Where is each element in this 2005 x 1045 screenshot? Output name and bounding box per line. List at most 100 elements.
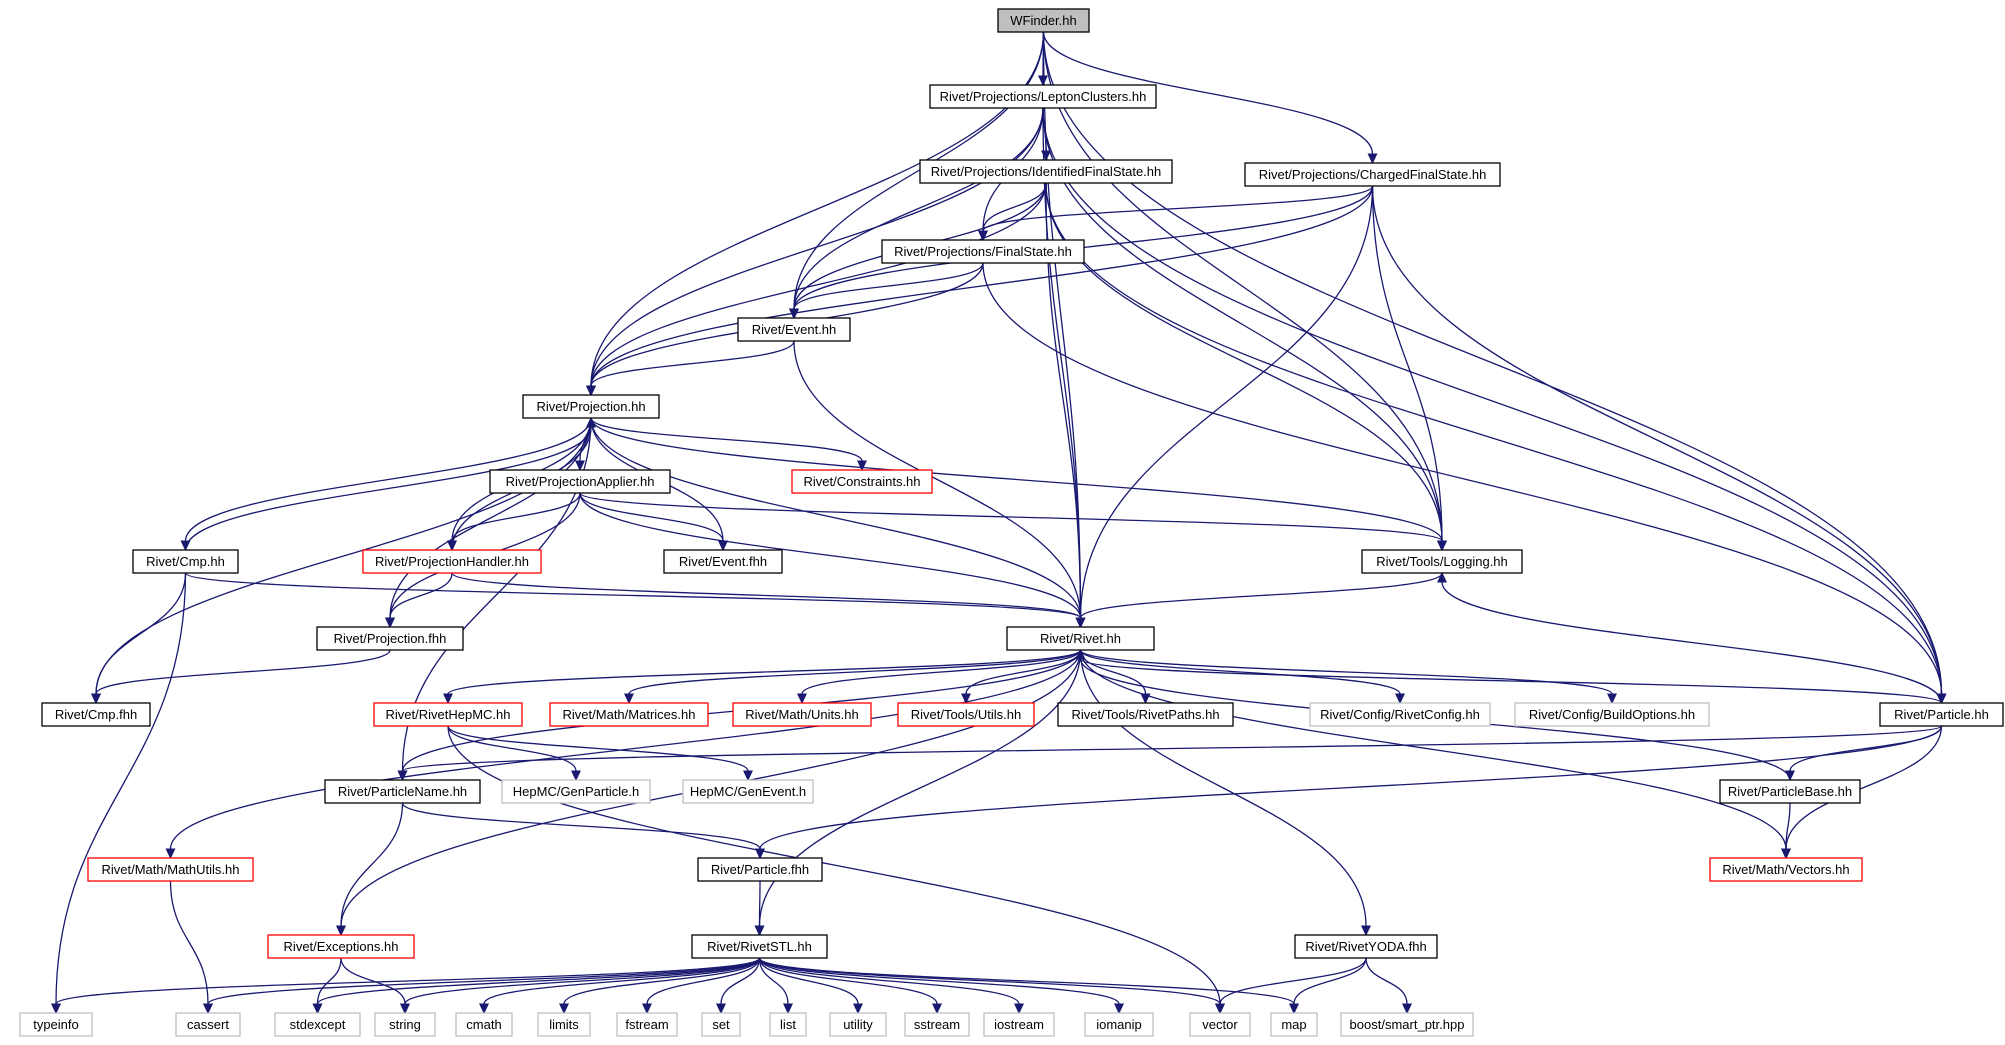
- node-exceptions[interactable]: Rivet/Exceptions.hh: [267, 934, 415, 959]
- node-rivet[interactable]: Rivet/Rivet.hh: [1006, 626, 1155, 651]
- node-box-genevent[interactable]: [682, 779, 814, 804]
- node-vector[interactable]: vector: [1189, 1012, 1251, 1037]
- node-vectors[interactable]: Rivet/Math/Vectors.hh: [1709, 857, 1863, 882]
- node-particlefhh[interactable]: Rivet/Particle.fhh: [697, 857, 823, 882]
- node-box-constraints[interactable]: [791, 469, 933, 494]
- node-chargedfs[interactable]: Rivet/Projections/ChargedFinalState.hh: [1244, 162, 1501, 187]
- node-particle[interactable]: Rivet/Particle.hh: [1879, 702, 2004, 727]
- node-box-string[interactable]: [374, 1012, 436, 1037]
- node-box-vectors[interactable]: [1709, 857, 1863, 882]
- node-cmpfhh[interactable]: Rivet/Cmp.fhh: [41, 702, 151, 727]
- node-box-rivetstl[interactable]: [691, 934, 828, 959]
- node-box-fstream[interactable]: [616, 1012, 678, 1037]
- node-box-mathutils[interactable]: [87, 857, 254, 882]
- node-box-leptonclusters[interactable]: [929, 84, 1157, 109]
- node-box-projapplier[interactable]: [489, 469, 671, 494]
- node-sstream[interactable]: sstream: [904, 1012, 970, 1037]
- node-stdexcept[interactable]: stdexcept: [274, 1012, 361, 1037]
- node-identifiedfs[interactable]: Rivet/Projections/IdentifiedFinalState.h…: [919, 159, 1173, 184]
- node-box-cmath[interactable]: [455, 1012, 513, 1037]
- node-box-particle[interactable]: [1879, 702, 2004, 727]
- node-box-iostream[interactable]: [983, 1012, 1055, 1037]
- node-logging[interactable]: Rivet/Tools/Logging.hh: [1361, 549, 1523, 574]
- node-box-map[interactable]: [1270, 1012, 1318, 1037]
- node-buildoptions[interactable]: Rivet/Config/BuildOptions.hh: [1514, 702, 1710, 727]
- node-box-cmp[interactable]: [132, 549, 239, 574]
- node-box-sstream[interactable]: [904, 1012, 970, 1037]
- node-box-utils[interactable]: [897, 702, 1035, 727]
- node-box-utility[interactable]: [829, 1012, 887, 1037]
- node-box-event[interactable]: [737, 317, 851, 342]
- node-fstream[interactable]: fstream: [616, 1012, 678, 1037]
- node-utility[interactable]: utility: [829, 1012, 887, 1037]
- node-box-stdexcept[interactable]: [274, 1012, 361, 1037]
- node-eventfhh[interactable]: Rivet/Event.fhh: [663, 549, 783, 574]
- node-rivetstl[interactable]: Rivet/RivetSTL.hh: [691, 934, 828, 959]
- node-smartptr[interactable]: boost/smart_ptr.hpp: [1340, 1012, 1474, 1037]
- node-wfinder[interactable]: WFinder.hh: [997, 8, 1090, 33]
- node-box-rivetconfig[interactable]: [1309, 702, 1491, 727]
- node-box-list[interactable]: [769, 1012, 807, 1037]
- node-map[interactable]: map: [1270, 1012, 1318, 1037]
- node-finalstate[interactable]: Rivet/Projections/FinalState.hh: [881, 239, 1085, 264]
- node-box-rivetyoda[interactable]: [1294, 934, 1438, 959]
- node-cmp[interactable]: Rivet/Cmp.hh: [132, 549, 239, 574]
- node-event[interactable]: Rivet/Event.hh: [737, 317, 851, 342]
- node-box-buildoptions[interactable]: [1514, 702, 1710, 727]
- node-box-exceptions[interactable]: [267, 934, 415, 959]
- node-mathutils[interactable]: Rivet/Math/MathUtils.hh: [87, 857, 254, 882]
- node-typeinfo[interactable]: typeinfo: [19, 1012, 93, 1037]
- node-box-vector[interactable]: [1189, 1012, 1251, 1037]
- node-box-rivethepmc[interactable]: [373, 702, 523, 727]
- node-box-rivet[interactable]: [1006, 626, 1155, 651]
- node-box-logging[interactable]: [1361, 549, 1523, 574]
- node-box-iomanip[interactable]: [1084, 1012, 1154, 1037]
- node-string[interactable]: string: [374, 1012, 436, 1037]
- node-box-particlename[interactable]: [324, 779, 481, 804]
- node-rivethepmc[interactable]: Rivet/RivetHepMC.hh: [373, 702, 523, 727]
- node-utils[interactable]: Rivet/Tools/Utils.hh: [897, 702, 1035, 727]
- node-box-cassert[interactable]: [175, 1012, 241, 1037]
- node-projhandler[interactable]: Rivet/ProjectionHandler.hh: [362, 549, 542, 574]
- node-cassert[interactable]: cassert: [175, 1012, 241, 1037]
- node-particlename[interactable]: Rivet/ParticleName.hh: [324, 779, 481, 804]
- node-box-projection[interactable]: [522, 394, 660, 419]
- node-rivetconfig[interactable]: Rivet/Config/RivetConfig.hh: [1309, 702, 1491, 727]
- node-iostream[interactable]: iostream: [983, 1012, 1055, 1037]
- node-box-projhandler[interactable]: [362, 549, 542, 574]
- node-box-identifiedfs[interactable]: [919, 159, 1173, 184]
- node-box-matrices[interactable]: [549, 702, 709, 727]
- node-genevent[interactable]: HepMC/GenEvent.h: [682, 779, 814, 804]
- node-box-genparticle[interactable]: [501, 779, 651, 804]
- node-rivetyoda[interactable]: Rivet/RivetYODA.fhh: [1294, 934, 1438, 959]
- node-box-projfhh[interactable]: [316, 626, 464, 651]
- node-box-wfinder[interactable]: [997, 8, 1090, 33]
- node-box-limits[interactable]: [537, 1012, 591, 1037]
- node-limits[interactable]: limits: [537, 1012, 591, 1037]
- node-list[interactable]: list: [769, 1012, 807, 1037]
- node-box-eventfhh[interactable]: [663, 549, 783, 574]
- node-box-smartptr[interactable]: [1340, 1012, 1474, 1037]
- node-set[interactable]: set: [701, 1012, 741, 1037]
- node-leptonclusters[interactable]: Rivet/Projections/LeptonClusters.hh: [929, 84, 1157, 109]
- node-projection[interactable]: Rivet/Projection.hh: [522, 394, 660, 419]
- node-cmath[interactable]: cmath: [455, 1012, 513, 1037]
- node-constraints[interactable]: Rivet/Constraints.hh: [791, 469, 933, 494]
- node-rivetpaths[interactable]: Rivet/Tools/RivetPaths.hh: [1057, 702, 1234, 727]
- node-box-particlebase[interactable]: [1719, 779, 1861, 804]
- node-projapplier[interactable]: Rivet/ProjectionApplier.hh: [489, 469, 671, 494]
- node-box-units[interactable]: [732, 702, 872, 727]
- node-genparticle[interactable]: HepMC/GenParticle.h: [501, 779, 651, 804]
- node-box-finalstate[interactable]: [881, 239, 1085, 264]
- node-box-particlefhh[interactable]: [697, 857, 823, 882]
- node-box-cmpfhh[interactable]: [41, 702, 151, 727]
- node-box-typeinfo[interactable]: [19, 1012, 93, 1037]
- node-box-rivetpaths[interactable]: [1057, 702, 1234, 727]
- node-units[interactable]: Rivet/Math/Units.hh: [732, 702, 872, 727]
- node-projfhh[interactable]: Rivet/Projection.fhh: [316, 626, 464, 651]
- node-box-set[interactable]: [701, 1012, 741, 1037]
- node-matrices[interactable]: Rivet/Math/Matrices.hh: [549, 702, 709, 727]
- node-box-chargedfs[interactable]: [1244, 162, 1501, 187]
- node-particlebase[interactable]: Rivet/ParticleBase.hh: [1719, 779, 1861, 804]
- node-iomanip[interactable]: iomanip: [1084, 1012, 1154, 1037]
